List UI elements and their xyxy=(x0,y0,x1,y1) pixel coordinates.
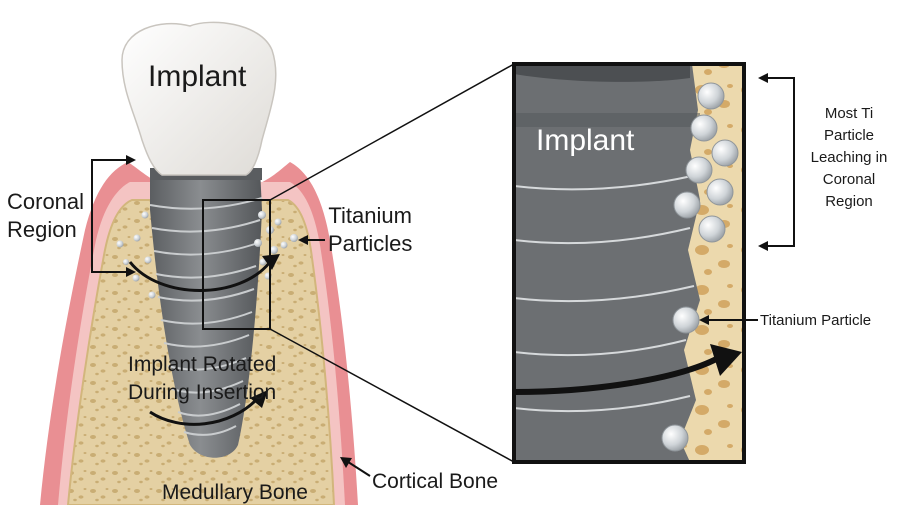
implant-rotated-label: Implant Rotated During Insertion xyxy=(128,351,276,407)
implant-rotated-line-2: During Insertion xyxy=(128,379,276,407)
titanium-particles-line-1: Titanium xyxy=(328,202,412,230)
titanium-particles-line-2: Particles xyxy=(328,230,412,258)
medullary-bone-label: Medullary Bone xyxy=(162,481,308,505)
coronal-region-line-1: Coronal xyxy=(7,188,84,216)
titanium-particles-label: Titanium Particles xyxy=(328,202,412,258)
most-ti-line-4: Coronal xyxy=(806,169,892,191)
cortical-bone-label: Cortical Bone xyxy=(372,470,498,494)
most-ti-line-2: Particle xyxy=(806,125,892,147)
implant-crown xyxy=(122,22,276,175)
leaching-bracket xyxy=(762,78,794,246)
implant-rotated-line-1: Implant Rotated xyxy=(128,351,276,379)
implant-zoom-label: Implant xyxy=(536,124,634,158)
most-ti-line-5: Region xyxy=(806,191,892,213)
coronal-region-line-2: Region xyxy=(7,216,84,244)
most-ti-line-3: Leaching in xyxy=(806,147,892,169)
titanium-particle-label: Titanium Particle xyxy=(760,310,871,332)
most-ti-label: Most Ti Particle Leaching in Coronal Reg… xyxy=(806,103,892,213)
most-ti-line-1: Most Ti xyxy=(806,103,892,125)
implant-crown-label: Implant xyxy=(148,60,246,94)
coronal-region-label: Coronal Region xyxy=(7,188,84,244)
